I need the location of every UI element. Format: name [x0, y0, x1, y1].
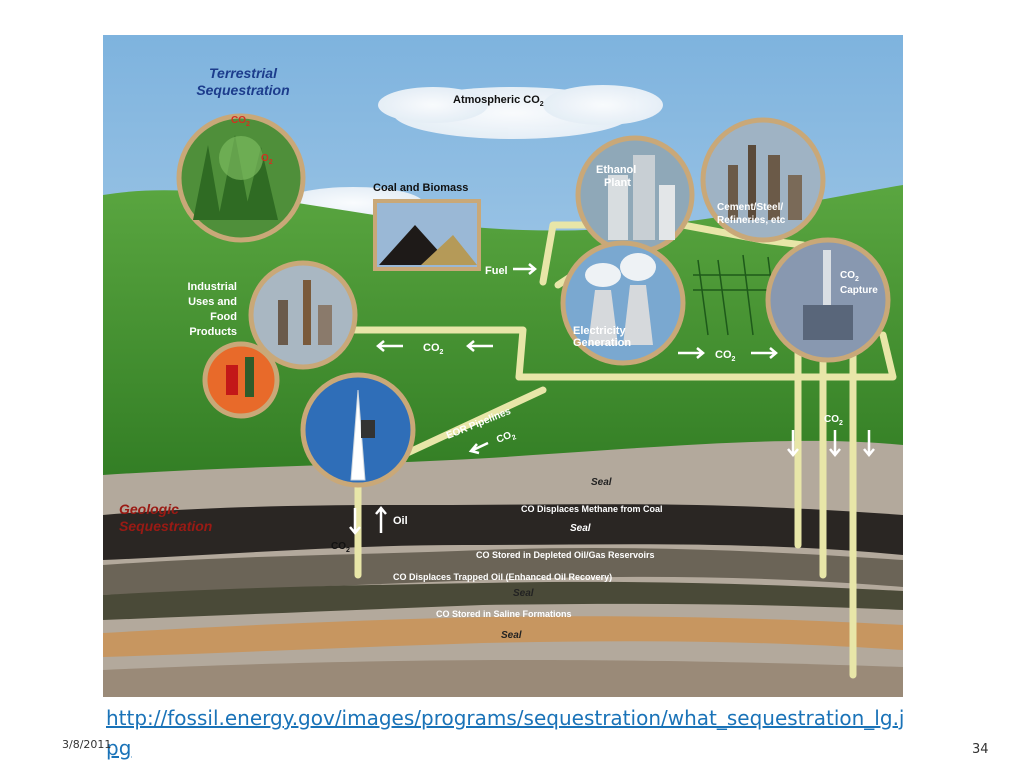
co2-capture-label-line1: CO2	[840, 270, 859, 283]
geologic-title-line1: Geologic	[119, 501, 179, 517]
stratum-oil	[103, 581, 903, 620]
tree-co2-label: CO2	[231, 115, 250, 128]
oil-label: Oil	[393, 515, 408, 527]
co2-capture-label-line2: Capture	[840, 285, 878, 296]
food-products-photo	[202, 341, 280, 419]
terrestrial-title-line2: Sequestration	[196, 82, 289, 98]
enhanced-oil-recovery-label: CO Displaces Trapped Oil (Enhanced Oil R…	[393, 572, 612, 582]
eor-co2-label: CO2	[495, 428, 517, 447]
co2-flow-mid-label: CO2	[715, 349, 736, 363]
flow-arrows	[349, 263, 875, 535]
coal-biomass-photo	[373, 199, 481, 271]
oil-rig-photo	[300, 372, 416, 488]
methane-label: CO Displaces Methane from Coal	[521, 504, 663, 514]
coal-biomass-label: Coal and Biomass	[373, 182, 468, 194]
geologic-title-line2: Sequestration	[119, 518, 212, 534]
tree-o2-label: O2	[261, 153, 273, 166]
saline-formations-label: CO Stored in Saline Formations	[436, 609, 572, 619]
seal-label-4: Seal	[501, 630, 522, 641]
seal-label-2: Seal	[570, 523, 591, 534]
ethanol-plant-photo	[575, 135, 695, 255]
slide-number: 34	[972, 742, 989, 757]
industrial-label-line3: Food	[210, 311, 237, 323]
well-co2-label: CO2	[331, 541, 350, 554]
slide-date: 3/8/2011	[62, 738, 112, 751]
atmospheric-co2-label: Atmospheric CO2	[453, 94, 544, 108]
electricity-photo	[560, 240, 686, 366]
ethanol-plant-label-line2: Plant	[604, 177, 631, 189]
stratum-coal	[103, 504, 903, 560]
electricity-label-line2: Generation	[573, 337, 631, 349]
cement-label-line1: Cement/Steel/	[717, 202, 783, 213]
cement-label-line2: Refineries, etc	[717, 215, 786, 226]
ethanol-plant-label-line1: Ethanol	[596, 164, 636, 176]
stratum-reservoir	[103, 548, 903, 595]
electricity-label-line1: Electricity	[573, 325, 626, 337]
co2-injection-label: CO2	[824, 414, 843, 427]
industrial-label-line2: Uses and	[188, 296, 237, 308]
sequestration-diagram: Terrestrial Sequestration CO2 O2 Atmosph…	[103, 35, 903, 697]
co2-capture-photo	[765, 237, 891, 363]
terrestrial-title-line1: Terrestrial	[209, 65, 278, 81]
depleted-reservoirs-label: CO Stored in Depleted Oil/Gas Reservoirs	[476, 550, 655, 560]
source-link[interactable]: http://fossil.energy.gov/images/programs…	[106, 706, 905, 760]
industrial-label-line1: Industrial	[187, 281, 237, 293]
industrial-photo	[248, 260, 358, 370]
industrial-label-line4: Products	[189, 326, 237, 338]
cloud	[283, 85, 663, 219]
stratum-deep	[103, 660, 903, 697]
co2-flow-left-label: CO2	[423, 342, 444, 356]
cement-steel-photo	[700, 117, 826, 243]
stratum-saline	[103, 616, 903, 657]
seal-label-1: Seal	[591, 477, 612, 488]
fuel-label: Fuel	[485, 265, 508, 277]
terrestrial-photo	[176, 113, 306, 243]
seal-label-3: Seal	[513, 588, 534, 599]
